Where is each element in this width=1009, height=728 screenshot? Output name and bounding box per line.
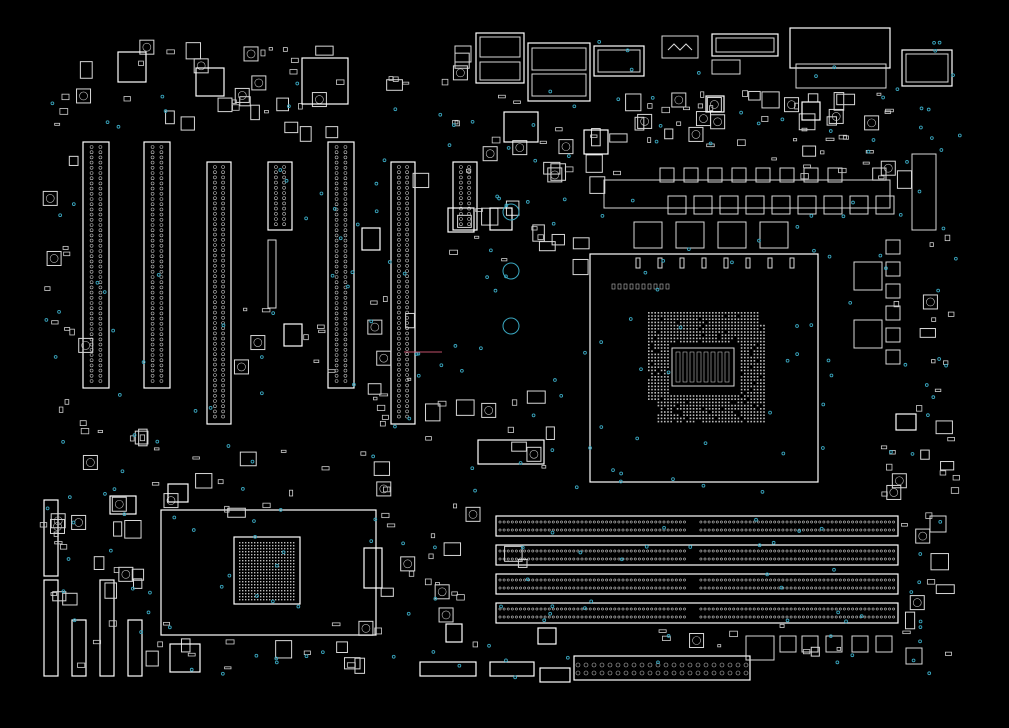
expansion-slots (82, 141, 478, 425)
cpu-socket (589, 253, 819, 483)
memory-slot-2 (495, 544, 899, 566)
vias (44, 40, 962, 680)
memory-slot-4 (495, 602, 899, 624)
expansion-slot-2 (143, 141, 171, 389)
expansion-slot-3 (206, 161, 232, 425)
memory-slot-1 (495, 515, 899, 537)
expansion-slot-1 (82, 141, 110, 389)
memory-slots (495, 515, 899, 624)
expansion-slot-5 (327, 141, 355, 389)
memory-slot-3 (495, 573, 899, 595)
rear-io-connectors (454, 27, 953, 102)
expansion-slot-6 (390, 161, 416, 425)
power-phase-components (603, 153, 937, 365)
expansion-slot-4 (267, 161, 293, 231)
misc-components (39, 39, 960, 674)
chipset (160, 509, 377, 636)
bottom-headers (43, 499, 947, 683)
